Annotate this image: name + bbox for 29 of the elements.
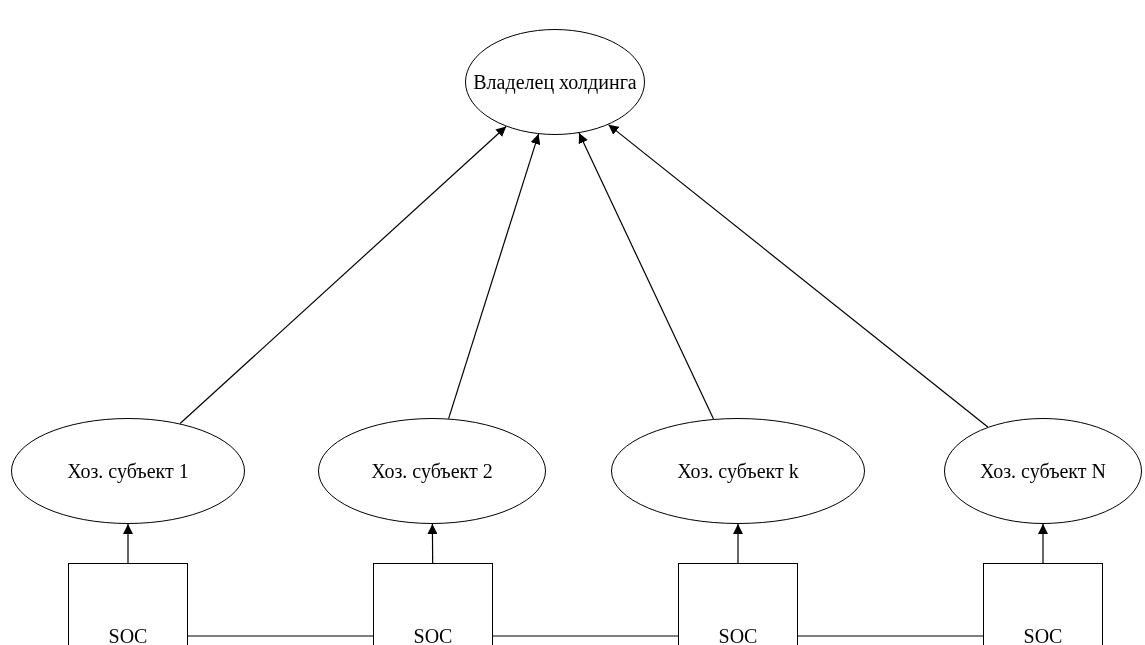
process-box xyxy=(68,563,188,645)
connector-line xyxy=(797,635,984,637)
arrow xyxy=(179,125,507,425)
process-box xyxy=(678,563,798,645)
node-label: SOC xyxy=(412,623,454,645)
arrow xyxy=(1038,523,1048,564)
node-label: Владелец холдинга xyxy=(472,69,638,96)
arrow xyxy=(578,132,715,420)
process-box xyxy=(983,563,1103,645)
connector-line xyxy=(492,635,679,637)
arrow xyxy=(427,523,438,564)
node-label: SOC xyxy=(107,623,149,645)
connector-line xyxy=(187,635,374,637)
ellipse-node xyxy=(465,29,645,135)
ellipse-node xyxy=(944,418,1142,524)
process-box xyxy=(373,563,493,645)
arrow xyxy=(733,523,743,564)
node-label: SOC xyxy=(1022,623,1064,645)
ellipse-node xyxy=(11,418,245,524)
ellipse-node xyxy=(611,418,865,524)
node-label: Хоз. субъект k xyxy=(676,458,800,485)
ellipse-node xyxy=(318,418,546,524)
node-label: Хоз. субъект N xyxy=(979,458,1107,485)
arrow xyxy=(123,523,133,564)
node-label: Хоз. субъект 2 xyxy=(370,458,494,485)
arrow xyxy=(447,133,541,420)
arrow xyxy=(607,124,989,428)
node-label: SOC xyxy=(717,623,759,645)
node-label: Хоз. субъект 1 xyxy=(66,458,190,485)
